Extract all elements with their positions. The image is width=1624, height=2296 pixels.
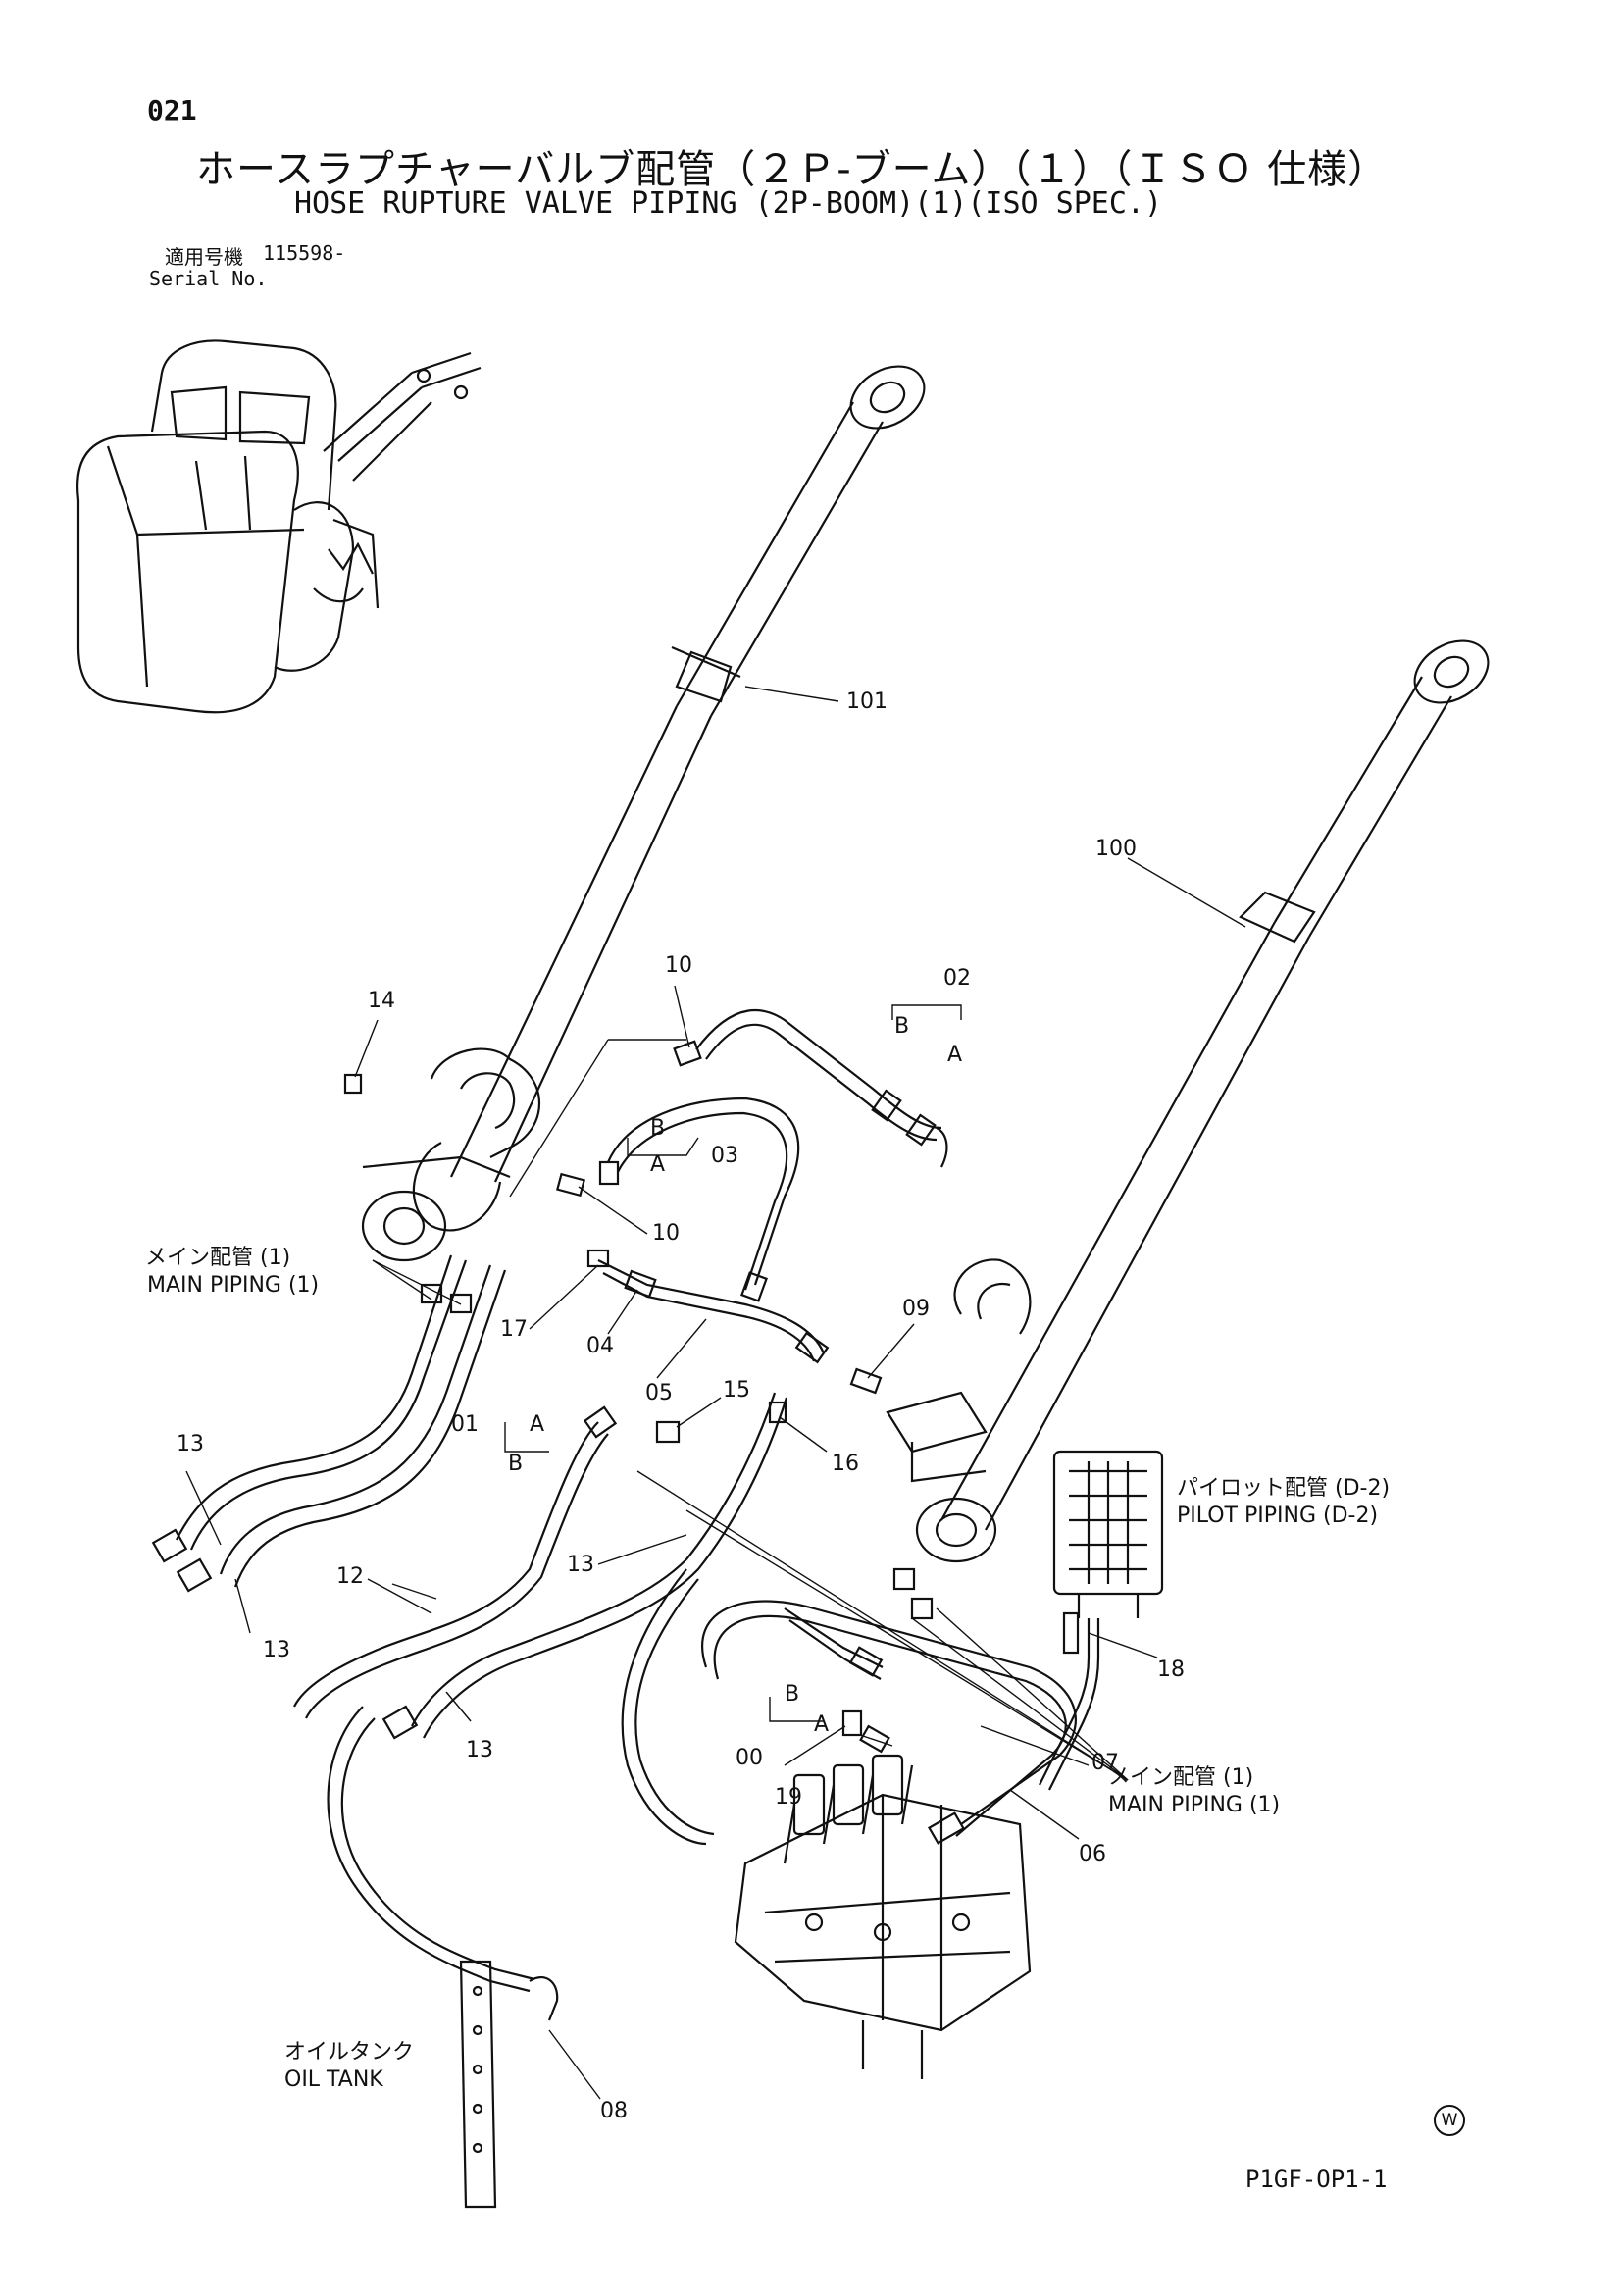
fitting-main-right-2 bbox=[910, 1597, 934, 1620]
callout-13-lower: 13 bbox=[466, 1738, 493, 1762]
fitting-16 bbox=[768, 1401, 787, 1424]
callout-13-left-top: 13 bbox=[177, 1432, 204, 1456]
callout-10-mid: 10 bbox=[652, 1221, 680, 1246]
figure-code: P1GF-OP1-1 bbox=[1245, 2166, 1388, 2193]
callout-18: 18 bbox=[1157, 1658, 1185, 1682]
callout-09: 09 bbox=[902, 1297, 930, 1321]
callout-17: 17 bbox=[500, 1317, 528, 1342]
fitting-09 bbox=[849, 1367, 883, 1395]
return-line-to-oil-tank bbox=[327, 1568, 715, 1993]
callout-14: 14 bbox=[368, 989, 395, 1013]
serial-number-value: 115598- bbox=[263, 241, 346, 265]
pilot-block bbox=[1039, 1450, 1164, 1791]
hose-13-center bbox=[381, 1392, 788, 1740]
bracket-00-a: A bbox=[814, 1712, 830, 1737]
callout-15: 15 bbox=[723, 1378, 750, 1403]
callout-02: 02 bbox=[943, 966, 971, 991]
fitting-15 bbox=[655, 1420, 681, 1444]
bracket-01-a: A bbox=[530, 1412, 545, 1437]
main-piping-left-label-ja: メイン配管 (1) bbox=[145, 1246, 291, 1270]
hose-00 bbox=[784, 1607, 884, 1680]
hose-02 bbox=[695, 1008, 948, 1168]
hose-04-05 bbox=[597, 1259, 830, 1364]
serial-label-japanese: 適用号機 bbox=[165, 245, 243, 269]
page-number: 021 bbox=[147, 94, 197, 127]
boom-cylinder-100 bbox=[886, 639, 1490, 1563]
main-piping-left-label-en: MAIN PIPING (1) bbox=[147, 1273, 320, 1298]
callout-05: 05 bbox=[645, 1381, 673, 1405]
oil-tank-label-en: OIL TANK bbox=[284, 2067, 383, 2092]
circled-w-mark: W bbox=[1434, 2105, 1465, 2136]
callout-00: 00 bbox=[736, 1746, 763, 1770]
hose-01 bbox=[293, 1405, 618, 1719]
machine-thumbnail bbox=[76, 339, 482, 714]
fitting-07 bbox=[859, 1724, 890, 1754]
bracket-03-b: B bbox=[650, 1116, 666, 1141]
leader-lines bbox=[185, 686, 1246, 2100]
fitting-19 bbox=[841, 1709, 863, 1737]
callout-03: 03 bbox=[711, 1144, 738, 1168]
callout-101: 101 bbox=[846, 689, 888, 714]
callout-19: 19 bbox=[775, 1785, 802, 1810]
title-japanese: ホースラプチャーバルブ配管（２Ｐ-ブーム）（１）（ＩＳＯ 仕様） bbox=[196, 147, 1389, 192]
callout-13-left-bottom: 13 bbox=[263, 1638, 290, 1662]
fitting-17 bbox=[586, 1249, 610, 1268]
pipe-06 bbox=[701, 1600, 1077, 1845]
main-piping-right-label-ja: メイン配管 (1) bbox=[1108, 1765, 1254, 1790]
boom-cylinder-101 bbox=[361, 365, 926, 1262]
callout-06: 06 bbox=[1079, 1842, 1106, 1866]
oil-tank-label-ja: オイルタンク bbox=[284, 2040, 415, 2065]
fitting-main-right-1 bbox=[892, 1567, 916, 1591]
callout-02-b: B bbox=[894, 1014, 910, 1039]
bracket-01-b: B bbox=[508, 1452, 524, 1476]
hose-bundle-13 bbox=[151, 1254, 507, 1593]
hose-03 bbox=[598, 1097, 800, 1302]
bracket-03-a: A bbox=[650, 1152, 666, 1177]
callout-02-a: A bbox=[947, 1043, 963, 1067]
callout-10-top: 10 bbox=[665, 953, 692, 978]
bracket-00-b: B bbox=[785, 1682, 800, 1707]
fitting-14 bbox=[343, 1073, 363, 1095]
oil-tank-plate bbox=[459, 1960, 559, 2209]
fitting-10-mid bbox=[555, 1172, 586, 1198]
control-valve bbox=[734, 1754, 1032, 2079]
callout-08: 08 bbox=[600, 2099, 628, 2123]
main-piping-right-label-en: MAIN PIPING (1) bbox=[1108, 1793, 1281, 1817]
callout-13-center: 13 bbox=[567, 1553, 594, 1577]
fitting-18 bbox=[1062, 1611, 1080, 1655]
callout-12: 12 bbox=[336, 1564, 364, 1589]
callout-04: 04 bbox=[586, 1334, 614, 1358]
fitting-10-top bbox=[673, 1040, 702, 1067]
callout-01: 01 bbox=[451, 1412, 479, 1437]
callout-16: 16 bbox=[832, 1452, 859, 1476]
callout-100: 100 bbox=[1095, 837, 1137, 861]
pilot-piping-label-ja: パイロット配管 (D-2) bbox=[1177, 1476, 1391, 1501]
pilot-piping-label-en: PILOT PIPING (D-2) bbox=[1177, 1504, 1379, 1528]
callout-07: 07 bbox=[1091, 1751, 1119, 1775]
fittings bbox=[343, 1040, 1080, 1754]
title-english: HOSE RUPTURE VALVE PIPING (2P-BOOM)(1)(I… bbox=[294, 186, 1163, 221]
serial-label-english: Serial No. bbox=[149, 267, 268, 290]
